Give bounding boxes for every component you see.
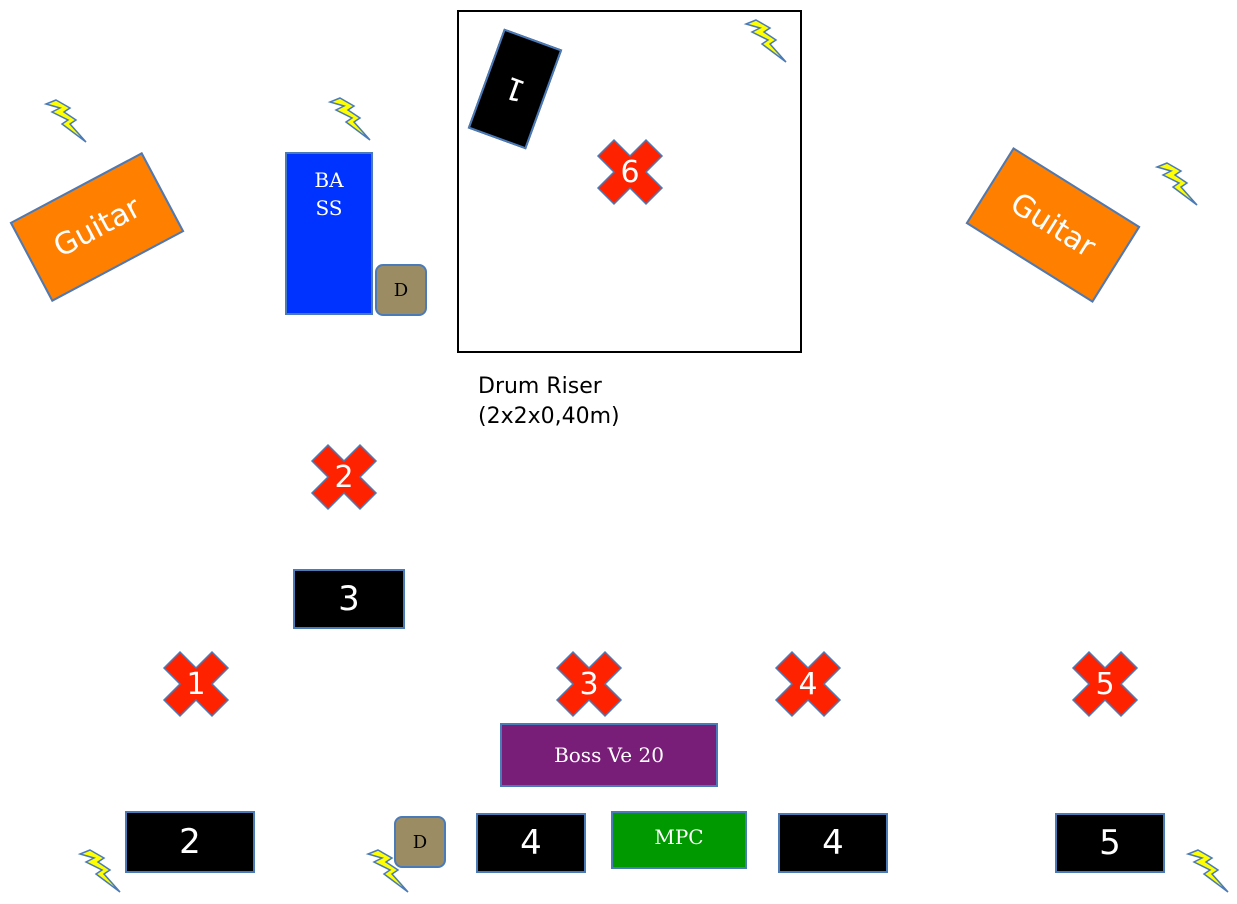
power-outlet-guitar-left	[42, 90, 90, 154]
di-box-front-label: D	[412, 831, 428, 853]
drum-riser-label: Drum Riser (2x2x0,40m)	[478, 372, 698, 432]
guitar-amp-left: Guitar	[9, 152, 185, 302]
bass-amp: BA SS	[285, 152, 373, 315]
boss-ve20: Boss Ve 20	[500, 723, 718, 787]
monitor-2-label: 2	[179, 822, 201, 862]
lightning-bolt-icon	[745, 19, 787, 63]
lightning-bolt-icon	[45, 99, 87, 143]
position-1-label: 1	[186, 666, 206, 702]
lightning-bolt-icon	[367, 849, 409, 893]
power-outlet-guitar-right	[1153, 153, 1201, 217]
power-outlet-front-right	[1184, 840, 1232, 904]
position-5-mark: 5	[1063, 642, 1147, 726]
lightning-bolt-icon	[79, 849, 121, 893]
lightning-bolt-icon	[329, 97, 371, 141]
power-outlet-front-left	[76, 840, 124, 904]
drum-riser-dimensions: (2x2x0,40m)	[478, 404, 620, 429]
monitor-3-label: 3	[338, 579, 360, 619]
monitor-2: 2	[125, 811, 255, 873]
di-box-bass-label: D	[393, 279, 409, 301]
monitor-3: 3	[293, 569, 405, 629]
position-1-mark: 1	[154, 642, 238, 726]
position-5-label: 5	[1095, 666, 1115, 702]
position-2-label: 2	[334, 459, 354, 495]
monitor-5-label: 5	[1099, 823, 1121, 863]
monitor-4-right: 4	[778, 813, 888, 873]
monitor-4-left: 4	[476, 813, 586, 873]
position-3-label: 3	[579, 666, 599, 702]
mpc: MPC	[611, 811, 747, 869]
lightning-bolt-icon	[1187, 849, 1229, 893]
guitar-amp-right-label: Guitar	[1004, 185, 1102, 265]
di-box-front: D	[394, 816, 446, 868]
drum-monitor-label: 1	[500, 69, 530, 109]
position-4-mark: 4	[766, 642, 850, 726]
lightning-bolt-icon	[1156, 162, 1198, 206]
guitar-amp-left-label: Guitar	[47, 189, 147, 265]
bass-label-line1: BA	[314, 167, 344, 192]
power-outlet-front-center	[364, 840, 412, 904]
mpc-label: MPC	[654, 825, 704, 849]
di-box-bass: D	[375, 264, 427, 316]
position-3-mark: 3	[547, 642, 631, 726]
guitar-amp-right: Guitar	[965, 147, 1141, 303]
monitor-5: 5	[1055, 813, 1165, 873]
position-6-mark: 6	[588, 130, 672, 214]
position-2-mark: 2	[302, 435, 386, 519]
position-6-label: 6	[620, 154, 640, 190]
monitor-4-right-label: 4	[822, 823, 844, 863]
boss-ve20-label: Boss Ve 20	[554, 743, 664, 767]
power-outlet-bass	[326, 88, 374, 152]
drum-riser-title: Drum Riser	[478, 374, 602, 399]
position-4-label: 4	[798, 666, 818, 702]
power-outlet-riser	[742, 10, 790, 74]
monitor-4-left-label: 4	[520, 823, 542, 863]
bass-label-line2: SS	[315, 195, 343, 220]
